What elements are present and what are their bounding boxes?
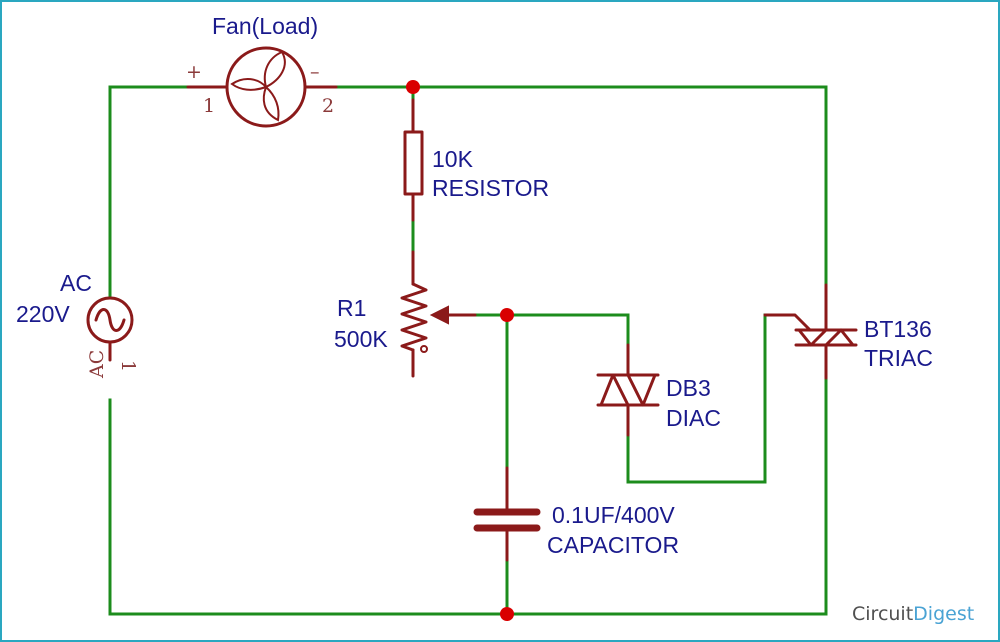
pot-label-line2: 500K: [334, 326, 388, 352]
wires: [108, 85, 828, 616]
source-pin-name: AC: [86, 350, 108, 379]
resistor-label-line2: RESISTOR: [432, 175, 549, 201]
capacitor-label-line2: CAPACITOR: [547, 532, 679, 558]
watermark-part2: Digest: [913, 603, 974, 625]
triac-bt136: BT136 TRIAC: [763, 283, 933, 380]
junctions: [406, 80, 514, 621]
wire-diac-gate: [626, 313, 767, 484]
triac-label-line2: TRIAC: [864, 345, 933, 371]
fan-circle: [225, 46, 307, 128]
fan-pin2-polarity: –: [310, 61, 320, 83]
watermark-logo: CircuitDigest: [852, 603, 974, 625]
watermark-text: CircuitDigest: [852, 603, 974, 625]
fan-load: Fan(Load) + – 1 2: [186, 13, 338, 128]
triac-gate: [763, 313, 812, 332]
diac-label-line2: DIAC: [666, 405, 721, 431]
triac-triangle-left: [797, 328, 828, 347]
wire-triac-bottom: [108, 375, 828, 616]
diac-db3: DB3 DIAC: [596, 343, 721, 437]
fan-blades-icon: [230, 50, 286, 122]
pot-zigzag: [400, 282, 428, 352]
watermark-part1: Circuit: [852, 603, 913, 625]
potentiometer-r1: R1 500K: [334, 250, 477, 378]
junction-top: [406, 80, 420, 94]
fan-pin2-number: 2: [322, 95, 334, 117]
ac-source: AC 220V AC 1: [16, 270, 139, 379]
wire-wiper-node: [460, 313, 630, 347]
pot-dot: [420, 345, 428, 353]
resistor-label-line1: 10K: [432, 146, 474, 172]
pot-label-line1: R1: [337, 295, 366, 321]
junction-bottom: [500, 607, 514, 621]
triac-triangle-right: [824, 328, 855, 347]
resistor-body: [403, 130, 424, 196]
capacitor-label-line1: 0.1UF/400V: [552, 502, 675, 528]
wire-top-right: [316, 85, 828, 287]
junction-wiper: [500, 308, 514, 322]
diac-label-line1: DB3: [666, 375, 711, 401]
source-label-line1: AC: [60, 270, 92, 296]
fan-pin1-polarity: +: [186, 61, 202, 83]
capacitor: 0.1UF/400V CAPACITOR: [473, 466, 679, 562]
source-pin-number: 1: [117, 360, 139, 372]
wire-top-left: [108, 85, 190, 297]
resistor-10k: 10K RESISTOR: [403, 98, 549, 222]
fan-label: Fan(Load): [212, 13, 318, 39]
diac-triangle-down: [626, 373, 657, 407]
wiper-arrow-icon: [429, 305, 449, 325]
diac-triangle-up: [599, 373, 630, 407]
fan-pin1-number: 1: [203, 95, 215, 117]
triac-label-line1: BT136: [864, 316, 932, 342]
sine-icon: [94, 308, 126, 332]
source-label-line2: 220V: [16, 301, 70, 327]
